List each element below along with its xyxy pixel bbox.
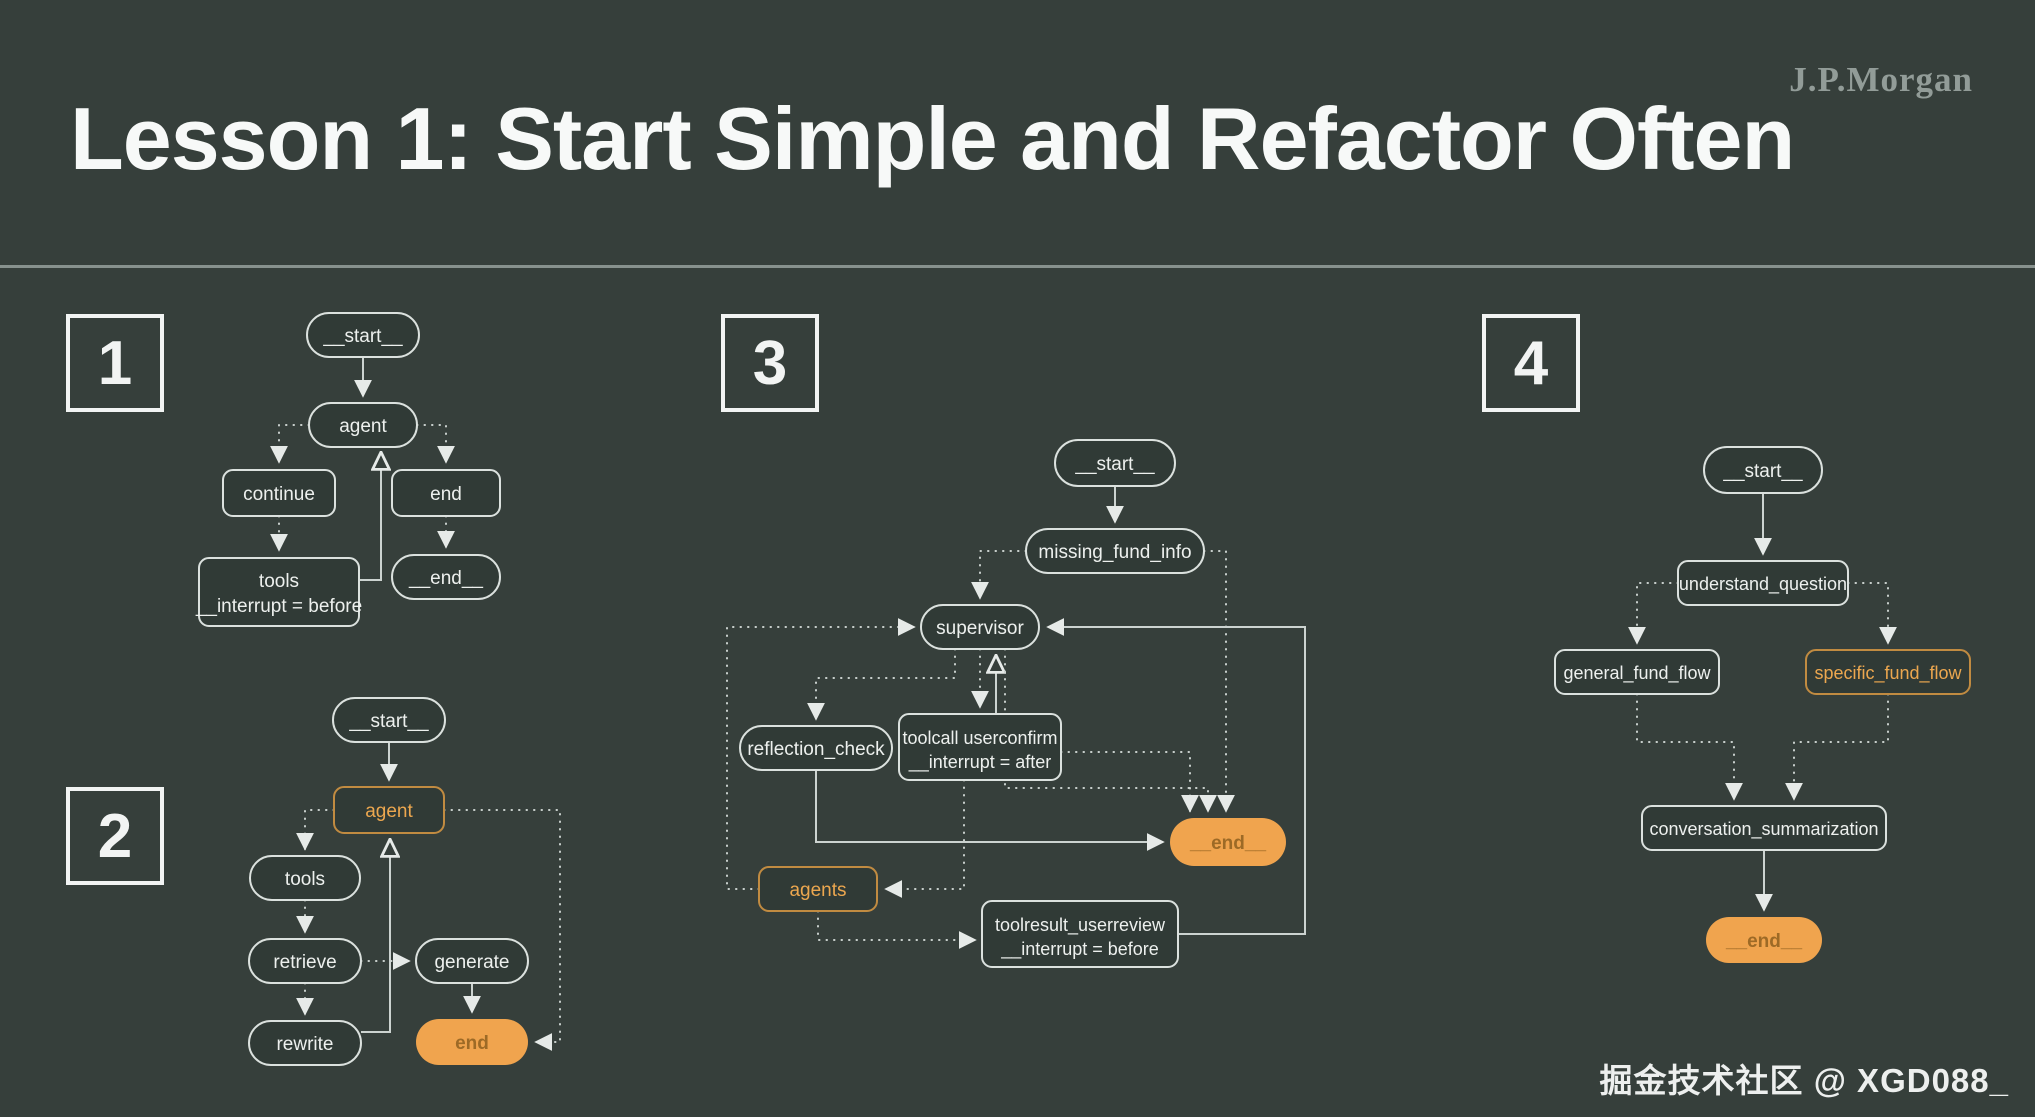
edge-rewrite-to-agent — [361, 840, 390, 1033]
node-toolresult-userreview: toolresult_userreview __interrupt = befo… — [981, 900, 1179, 968]
node-end-label: __end__ — [1725, 931, 1802, 952]
jpmorgan-logo: J.P.Morgan — [1789, 60, 1973, 99]
node-retrieve: retrieve — [248, 938, 362, 984]
node-supervisor: supervisor — [920, 604, 1040, 650]
node-agents: agents — [758, 866, 878, 912]
node-generate: generate — [415, 938, 529, 984]
edge-tools-to-agent — [359, 453, 381, 581]
node-start: __start__ — [1054, 439, 1176, 487]
page-title: Lesson 1: Start Simple and Refactor Ofte… — [70, 89, 1795, 188]
node-tools-interrupt: tools __interrupt = before — [195, 557, 362, 627]
node-agent-label: agent — [365, 801, 413, 822]
node-reflection-check: reflection_check — [739, 725, 893, 771]
diagram-1-number-badge: 1 — [66, 314, 164, 412]
node-tools-label-line1: tools — [259, 571, 299, 592]
edge-missing-to-end — [1203, 550, 1235, 813]
edge-agent-to-end — [416, 424, 455, 464]
node-tools: tools — [249, 855, 361, 901]
diagram-4-edges — [1628, 493, 1897, 912]
node-toolresult-label-line1: toolresult_userreview — [995, 915, 1166, 936]
node-start-label: __start__ — [322, 326, 403, 347]
edge-toolcall-to-end — [1060, 751, 1199, 813]
edge-understand-to-specific — [1847, 582, 1897, 645]
node-generate-label: generate — [434, 952, 509, 973]
node-supervisor-label: supervisor — [936, 618, 1024, 639]
node-specific-label: specific_fund_flow — [1814, 663, 1962, 684]
node-toolcall-label-line1: toolcall userconfirm — [902, 728, 1057, 748]
edge-supervisor-to-reflection — [807, 648, 956, 721]
title-divider — [0, 265, 2035, 268]
edge-toolcall-to-agents — [884, 779, 965, 898]
node-start-label: __start__ — [1074, 454, 1155, 475]
diagram-1: __start__ agent continue end tools __int… — [195, 312, 501, 627]
edge-general-to-conversation — [1636, 693, 1743, 801]
node-end-orange: end — [416, 1019, 528, 1065]
node-continue-label: continue — [243, 484, 315, 505]
node-start: __start__ — [332, 697, 446, 743]
edge-understand-to-general — [1628, 582, 1679, 645]
node-agent-label: agent — [339, 416, 387, 437]
node-toolresult-label-line2: __interrupt = before — [1000, 939, 1159, 960]
node-start-label: __start__ — [1722, 461, 1803, 482]
node-rewrite-label: rewrite — [276, 1034, 333, 1055]
diagram-3-edges — [726, 486, 1306, 949]
edge-agent-to-continue — [270, 424, 310, 464]
node-end2: __end__ — [391, 554, 501, 600]
node-continue: continue — [222, 469, 336, 517]
node-agents-label: agents — [789, 880, 846, 901]
node-agent: agent — [308, 402, 418, 448]
node-end-label: __end__ — [1189, 833, 1266, 854]
node-end-label: end — [430, 484, 462, 505]
edge-specific-to-conversation — [1785, 693, 1889, 801]
node-general-label: general_fund_flow — [1563, 663, 1711, 684]
edge-missing-to-supervisor — [971, 550, 1027, 600]
diagram-3: __start__ missing_fund_info supervisor r… — [726, 439, 1306, 968]
edge-supervisor-to-end — [1004, 648, 1217, 813]
community-watermark: 掘金技术社区 @ XGD088_ — [1599, 1062, 2009, 1099]
node-missing-fund-info: missing_fund_info — [1025, 528, 1205, 574]
node-general-fund-flow: general_fund_flow — [1554, 649, 1720, 695]
node-toolcall-userconfirm: toolcall userconfirm __interrupt = after — [898, 713, 1062, 781]
node-tools-label-line2: __interrupt = before — [195, 596, 362, 617]
node-toolcall-label-line2: __interrupt = after — [908, 752, 1052, 773]
diagram-3-number-badge: 3 — [721, 314, 819, 412]
edge-agent-to-end-loop — [443, 809, 561, 1051]
node-conversation-label: conversation_summarization — [1649, 819, 1878, 840]
node-reflection-label: reflection_check — [747, 739, 885, 760]
diagram-2-edges — [296, 742, 561, 1051]
diagram-4-number-badge: 4 — [1482, 314, 1580, 412]
node-agent: agent — [333, 786, 445, 834]
node-start-label: __start__ — [348, 711, 429, 732]
diagram-2-number-badge: 2 — [66, 787, 164, 885]
edge-agent-to-tools — [296, 809, 335, 851]
node-missing-label: missing_fund_info — [1038, 542, 1191, 563]
edge-agents-to-toolresult — [817, 910, 977, 949]
node-end-orange: __end__ — [1170, 818, 1286, 866]
node-retrieve-label: retrieve — [273, 952, 336, 973]
node-understand-label: understand_question — [1679, 574, 1847, 595]
edge-toolresult-to-supervisor-loop — [1046, 618, 1306, 935]
node-start: __start__ — [1703, 446, 1823, 494]
node-end-orange: __end__ — [1706, 917, 1822, 963]
node-understand-question: understand_question — [1677, 560, 1849, 606]
node-specific-fund-flow: specific_fund_flow — [1805, 649, 1971, 695]
diagram-2: __start__ agent tools retrieve generate … — [248, 697, 561, 1066]
node-tools-label: tools — [285, 869, 325, 890]
edge-reflection-to-end — [815, 770, 1165, 851]
diagram-1-edges — [270, 357, 455, 581]
node-conversation-summarization: conversation_summarization — [1641, 805, 1887, 851]
node-rewrite: rewrite — [248, 1020, 362, 1066]
node-end-label: end — [455, 1033, 489, 1054]
node-end: end — [391, 469, 501, 517]
node-start: __start__ — [306, 312, 420, 358]
node-end2-label: __end__ — [408, 568, 483, 589]
edge-agents-to-supervisor-loop — [726, 618, 916, 890]
diagram-4: __start__ understand_question general_fu… — [1554, 446, 1971, 963]
